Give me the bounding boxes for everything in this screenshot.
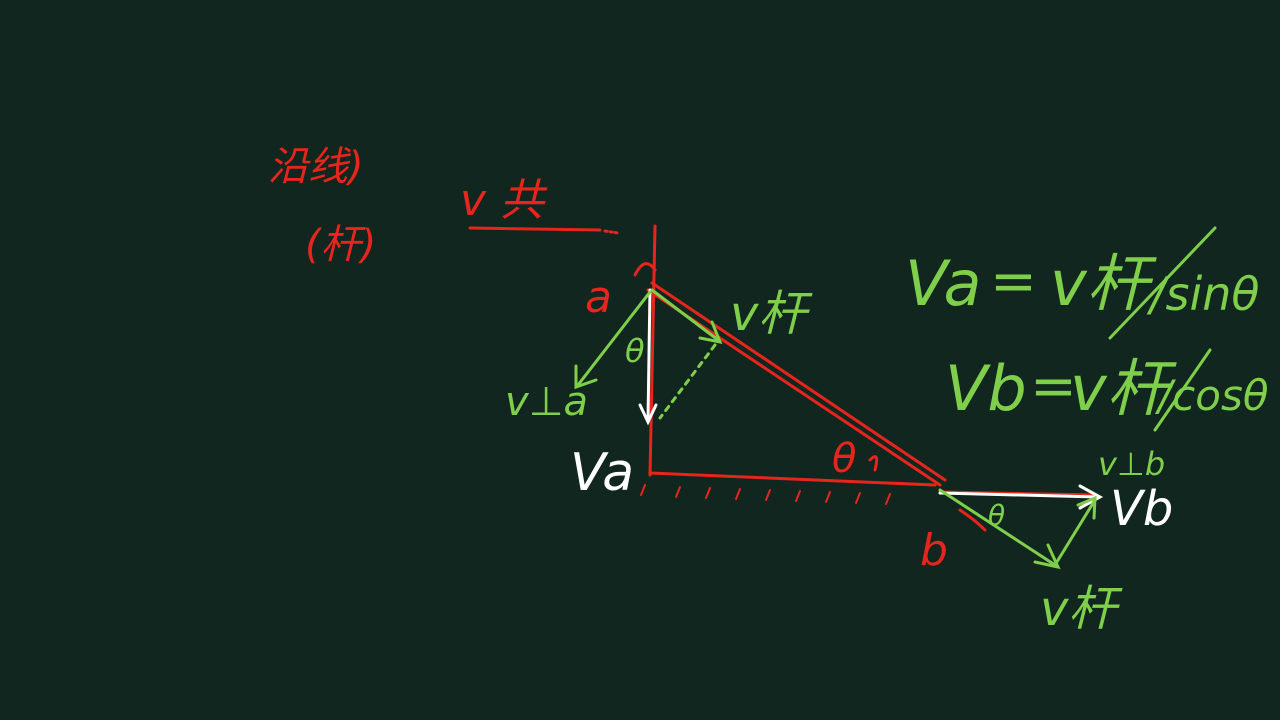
- v-rod-bottom-label: v杆: [1040, 581, 1123, 637]
- underline-dots: [603, 229, 620, 235]
- eq2-slash: [1153, 348, 1212, 432]
- vb-label: Vb: [1110, 481, 1173, 537]
- vb-arrow-head: [1078, 484, 1104, 510]
- equation-2: Vb = v杆 /cosθ: [945, 352, 1269, 425]
- underline-v: [468, 226, 602, 232]
- dashed-component: [658, 343, 717, 420]
- green-arrows: [574, 226, 1217, 570]
- eq1-rhs: v杆: [1050, 247, 1158, 320]
- v-perp-a-label: v⊥a: [505, 379, 588, 425]
- angle-arc-a: [633, 262, 657, 277]
- angle-arc-b: [958, 508, 987, 532]
- va-arrow-head: [638, 403, 658, 426]
- equation-1: Va = v杆 /sinθ: [905, 247, 1260, 321]
- theta-b-label: θ: [988, 499, 1005, 532]
- eq1-divisor: /sinθ: [1146, 267, 1260, 321]
- eq2-equals: =: [1030, 354, 1077, 419]
- v-perp-b-head: [1076, 495, 1097, 520]
- v-perp-a-head: [574, 364, 598, 390]
- v-perp-b-label: v⊥b: [1098, 445, 1165, 483]
- eq2-lhs: Vb: [945, 352, 1027, 425]
- vertical-wall: [648, 224, 657, 477]
- theta-a-label: θ: [625, 332, 645, 370]
- v-perp-b-arrow: [1053, 498, 1097, 567]
- vb-arrow-shaft: [938, 491, 1100, 499]
- v-along-label: v 共: [460, 175, 548, 226]
- eq1-lhs: Va: [905, 247, 981, 320]
- eq1-equals: =: [990, 249, 1037, 314]
- point-b-label: b: [920, 525, 948, 576]
- title-line2: (杆): [305, 222, 376, 268]
- v-rod-top-label: v杆: [730, 286, 813, 342]
- rod-line-2: [650, 281, 947, 482]
- va-arrow-shaft: [646, 288, 652, 422]
- v-perp-a-arrow: [576, 290, 652, 387]
- floor-line: [648, 471, 937, 487]
- eq2-divisor: /cosθ: [1154, 371, 1269, 420]
- v-rod-a-head: [698, 320, 723, 345]
- eq1-slash: [1108, 226, 1217, 340]
- v-rod-a-arrow: [650, 288, 720, 342]
- v-rod-b-arrow: [938, 488, 1057, 567]
- title-line1: 沿线): [268, 144, 364, 190]
- v-rod-b-head: [1033, 543, 1061, 570]
- floor-hatching: [640, 484, 891, 505]
- theta-mid-label: θ: [832, 436, 856, 482]
- point-a-label: a: [585, 272, 612, 323]
- va-label: Va: [570, 443, 634, 503]
- theta-mid-tick: [868, 455, 879, 472]
- eq2-rhs: v杆: [1070, 352, 1178, 425]
- white-arrows: [638, 288, 1104, 510]
